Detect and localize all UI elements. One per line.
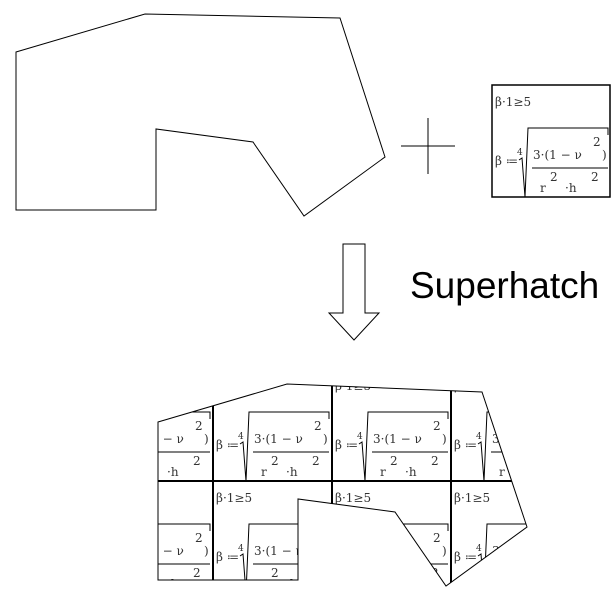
plus-icon [401, 118, 455, 174]
denominator-h: ·h [565, 181, 577, 195]
formula-box: β·1≥5 β ≔ 4 3·(1 − ν ) 2 r 2 ·h 2 [491, 84, 611, 198]
formula-tile: β·1≥5 β ≔ 4 3·(1 − ν ) 2 r 2 ·h 2 [495, 95, 609, 198]
denominator-h-exponent: 2 [591, 170, 599, 184]
root-index: 4 [517, 148, 523, 158]
beta-assign-text: β ≔ [495, 154, 518, 168]
numerator-text: 3·(1 − ν [533, 148, 582, 162]
radical-sign [518, 127, 609, 198]
denominator-r-exponent: 2 [550, 170, 558, 184]
hatched-polygon [157, 383, 528, 587]
numerator-exponent: 2 [593, 135, 601, 149]
denominator-r: r [540, 181, 546, 195]
numerator-close: ) [602, 148, 607, 162]
condition-text: β·1≥5 [495, 95, 531, 109]
superhatch-label: Superhatch [410, 265, 599, 306]
boundary-polygon [15, 13, 386, 217]
arrow-down-icon [327, 243, 381, 341]
